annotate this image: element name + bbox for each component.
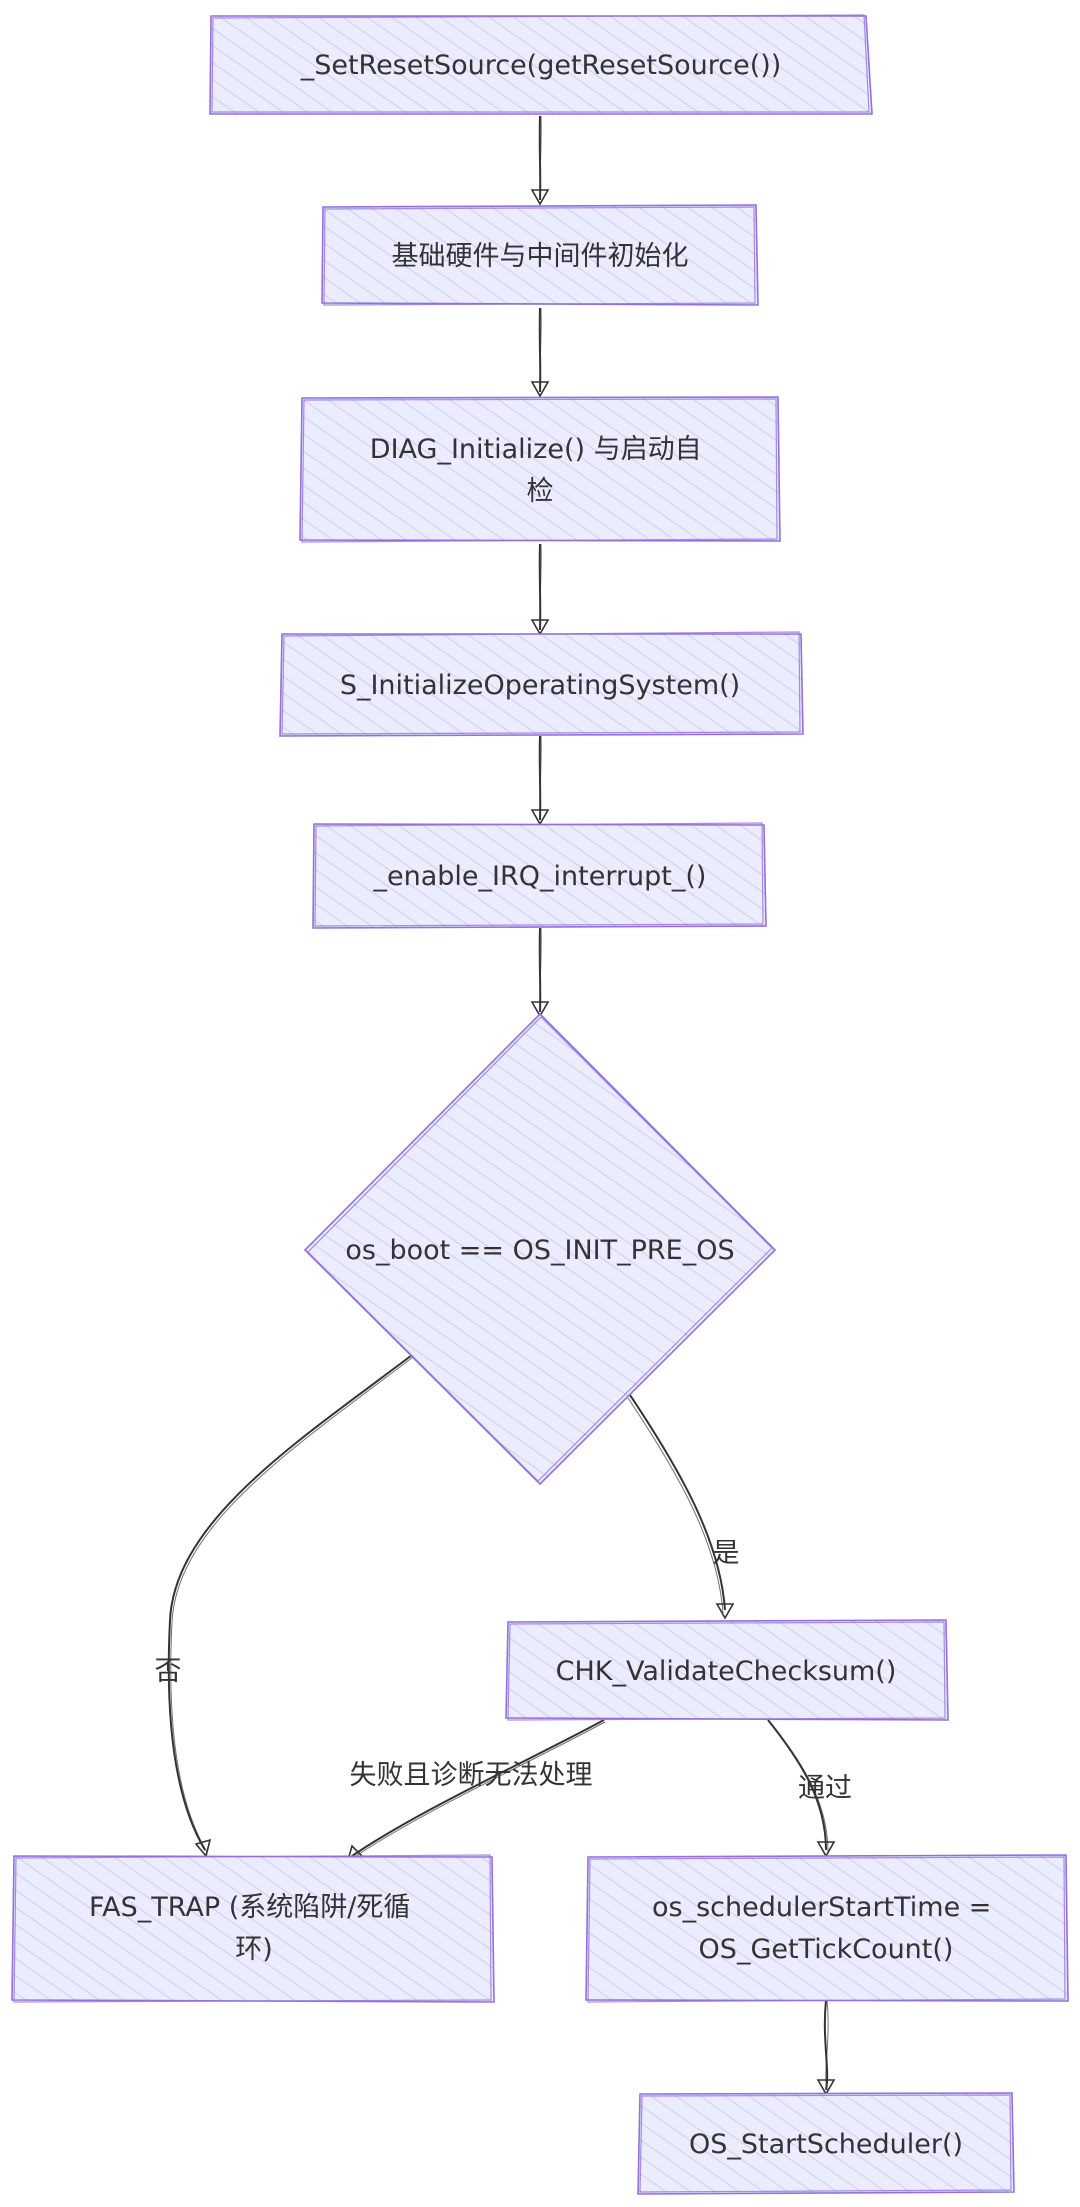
edge-osinit-to-irq [530,735,550,826]
edge-bootcheck-to-fastrap [167,1354,414,1858]
edges [167,115,836,2096]
node-os-start-scheduler[interactable]: OS_StartScheduler() [637,2092,1015,2195]
node-start-sched-line-1: OS_StartScheduler() [689,2129,963,2160]
node-enable-irq[interactable]: _enable_IRQ_interrupt_() [312,822,767,929]
node-set-reset-source-line-1: _SetResetSource(getResetSource()) [300,50,782,81]
node-scheduler-start-time[interactable]: os_schedulerStartTime = OS_GetTickCount(… [585,1854,1069,2003]
edge-chk-to-schedtime [767,1719,836,1858]
node-enable-irq-line-1: _enable_IRQ_interrupt_() [373,861,707,892]
node-sched-time-line-2: OS_GetTickCount() [699,1934,954,1965]
edge-label-no: 否 [155,1656,182,1687]
node-os-init-line-1: S_InitializeOperatingSystem() [340,670,740,701]
node-os-init[interactable]: S_InitializeOperatingSystem() [279,631,804,737]
edge-label-fail: 失败且诊断无法处理 [350,1760,593,1791]
node-hw-init[interactable]: 基础硬件与中间件初始化 [321,204,759,306]
edge-hwinit-to-diag [530,307,550,398]
edge-label-yes: 是 [713,1538,740,1569]
svg-text:FAS_TRAP (系统陷阱/死循 环): FAS_TRAP (系统陷阱/死循 环) [89,1892,419,1965]
node-fas-trap[interactable]: FAS_TRAP (系统陷阱/死循 环) [11,1854,495,2003]
svg-text:基础硬件与中间件初始化: 基础硬件与中间件初始化 [392,241,689,272]
svg-text:_enable_IRQ_interrupt_(): _enable_IRQ_interrupt_() [373,861,707,892]
edge-label-pass: 通过 [798,1773,852,1804]
edge-setreset-to-hwinit [530,115,550,206]
node-diag-init-line-1: DIAG_Initialize() 与启动自 [370,434,702,465]
node-sched-time-line-1: os_schedulerStartTime = [652,1892,991,1923]
svg-text:_SetResetSource(getResetSource: _SetResetSource(getResetSource()) [300,50,782,81]
svg-text:os_schedulerStartTime =: os_schedulerStartTime = OS_GetTickCount(… [652,1892,1000,1965]
node-hw-init-line-1: 基础硬件与中间件初始化 [392,241,689,272]
edge-irq-to-bootcheck [530,927,550,1018]
svg-text:os_boot == OS_INIT_PRE_OS: os_boot == OS_INIT_PRE_OS [345,1235,734,1266]
node-fas-trap-line-1: FAS_TRAP (系统陷阱/死循 [89,1892,410,1923]
node-boot-check-line-1: os_boot == OS_INIT_PRE_OS [345,1235,734,1266]
nodes: _SetResetSource(getResetSource()) 基础硬件与中… [11,14,1069,2195]
node-chk-validate-checksum[interactable]: CHK_ValidateChecksum() [505,1619,949,1721]
svg-text:OS_StartScheduler(): OS_StartScheduler() [689,2129,963,2160]
edge-bootcheck-to-chk [627,1394,735,1620]
svg-text:DIAG_Initialize() 与启动自: DIAG_Initialize() 与启动自 检 [370,434,710,507]
svg-text:CHK_ValidateChecksum(): CHK_ValidateChecksum() [556,1656,897,1687]
node-chk-line-1: CHK_ValidateChecksum() [556,1656,897,1687]
node-set-reset-source[interactable]: _SetResetSource(getResetSource()) [209,14,873,115]
node-diag-init-line-2: 检 [527,476,554,507]
svg-text:S_InitializeOperatingSystem(): S_InitializeOperatingSystem() [340,670,740,701]
edge-schedtime-to-startsched [816,1999,836,2096]
edge-labels: 否 是 失败且诊断无法处理 通过 [155,1538,853,1804]
node-diag-init[interactable]: DIAG_Initialize() 与启动自 检 [299,396,781,543]
node-fas-trap-line-2: 环) [235,1934,273,1965]
node-boot-check-decision[interactable]: os_boot == OS_INIT_PRE_OS [303,1012,777,1486]
edge-diag-to-osinit [530,543,550,636]
